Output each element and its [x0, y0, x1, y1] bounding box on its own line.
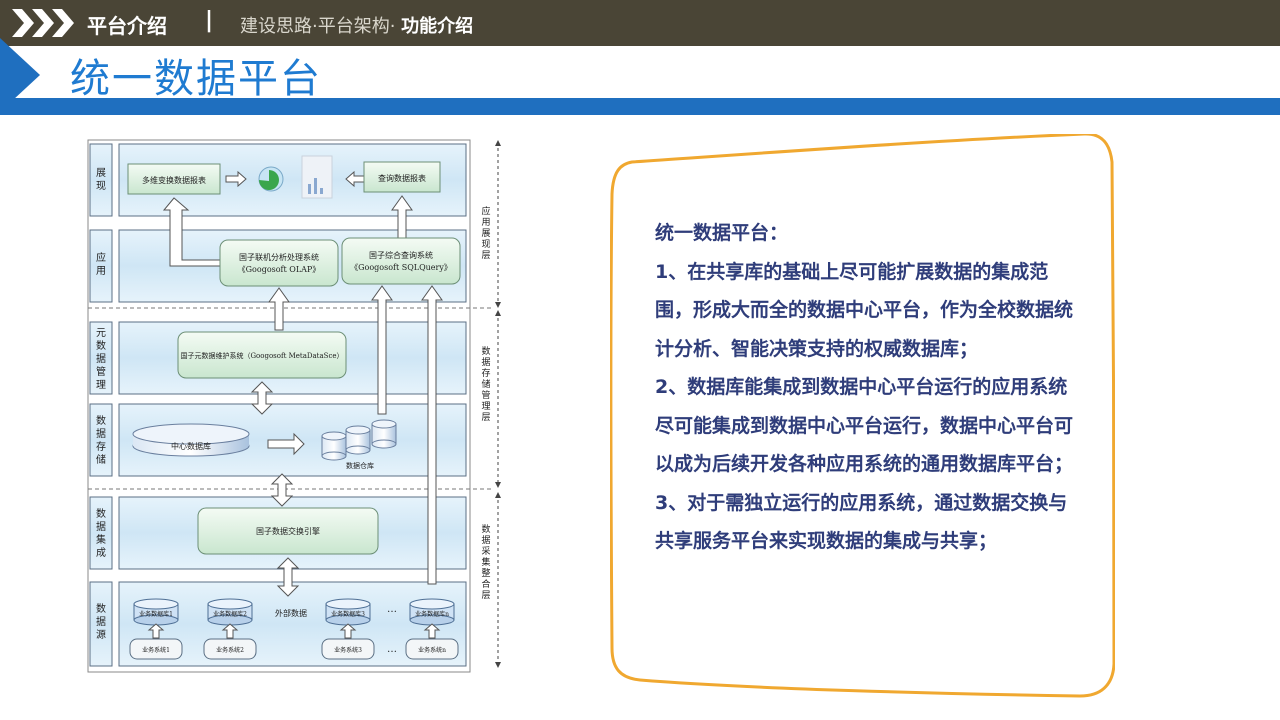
arrow-mart-to-sql	[371, 285, 393, 415]
card-point-2: 2、数据库能集成到数据中心平台运行的应用系统尽可能集成到数据中心平台运行，数据中…	[655, 376, 1074, 475]
layer-label-storage: 数据存储	[96, 414, 106, 466]
layer-label-source: 数据源	[96, 602, 106, 641]
chevron-right-icon	[52, 9, 74, 37]
arrow-meta-to-olap	[268, 287, 290, 331]
bar-chart-bars	[308, 178, 323, 194]
business-db	[325, 598, 371, 626]
business-system-box	[405, 638, 459, 660]
layer-label-metadata: 元数据管理	[96, 328, 106, 391]
business-db-label: 业务数据库3	[331, 610, 365, 618]
sql-query-box	[341, 237, 461, 285]
arrow-right	[225, 170, 247, 188]
card-point-1: 1、在共享库的基础上尽可能扩展数据的集成范围，形成大而全的数据中心平台，作为全校…	[655, 260, 1074, 360]
business-db-label: 业务数据库n	[415, 610, 449, 618]
description-card-frame	[610, 134, 1115, 698]
arrow-up	[423, 623, 441, 639]
business-system-box	[321, 638, 375, 660]
data-mart-label: 数据仓库	[346, 461, 374, 470]
pie-chart-slice	[259, 170, 279, 190]
arrow-up	[147, 623, 165, 639]
multi-report-box	[127, 163, 221, 195]
exchange-engine-label: 国子数据交换引擎	[256, 526, 320, 536]
business-system-box	[203, 638, 257, 660]
right-label-storage-mgmt: 数据存储管理层	[481, 345, 490, 423]
breadcrumb-path[interactable]: 建设思路·平台架构·	[240, 16, 402, 37]
description-card: 统一数据平台： 1、在共享库的基础上尽可能扩展数据的集成范围，形成大而全的数据中…	[655, 214, 1085, 561]
metadata-label: 国子元数据维护系统（Googosoft MetaDataSce）	[180, 351, 343, 360]
arrow-integration-source	[276, 557, 300, 597]
card-border	[610, 134, 1115, 698]
arrow-up	[221, 623, 239, 639]
query-report-label: 查询数据报表	[378, 173, 426, 183]
architecture-diagram: 展现 应用 元数据管理 数据存储 数据集成 数据源 应用展现层 数据存储管理层 …	[87, 139, 501, 673]
nav-separator: |	[205, 8, 214, 33]
right-label-app-display: 应用展现层	[481, 205, 490, 261]
business-db	[409, 598, 455, 626]
olap-system-box	[219, 239, 339, 287]
arrow-meta-storage	[250, 381, 274, 415]
nav-section-title[interactable]: 平台介绍	[87, 14, 167, 38]
business-system-box	[129, 638, 183, 660]
business-db-label: 业务数据库1	[139, 610, 173, 618]
diagram-frame	[87, 139, 471, 673]
business-system-label: 业务系统n	[418, 646, 446, 654]
sql-query-label: 国子综合查询系统	[369, 250, 433, 260]
exchange-engine-box	[197, 507, 379, 555]
multi-report-label: 多维变换数据报表	[142, 175, 206, 185]
business-db-label: 业务数据库2	[213, 610, 247, 618]
olap-system-sublabel: 《Googosoft OLAP》	[238, 265, 321, 274]
right-label-collect: 数据采集整合层	[481, 523, 490, 601]
arrow-center-to-mart	[267, 432, 305, 456]
card-point-3: 3、对于需独立运行的应用系统，通过数据交换与共享服务平台来实现数据的集成与共享；	[655, 491, 1068, 553]
business-system-label: 业务系统2	[216, 646, 244, 654]
ellipsis-db: …	[387, 604, 397, 615]
right-span-arrows	[495, 140, 501, 668]
layer-label-display: 展现	[96, 167, 106, 192]
center-db-label: 中心数据库	[171, 441, 211, 451]
sql-query-sublabel: 《Googosoft SQLQuery》	[350, 263, 452, 272]
chevron-right-icon	[32, 9, 54, 37]
title-underline-band	[0, 98, 1280, 115]
center-db-top	[132, 423, 250, 445]
business-db	[207, 598, 253, 626]
chevron-right-icon	[12, 9, 34, 37]
layer-label-cells	[89, 143, 113, 667]
breadcrumb-current[interactable]: 功能介绍	[401, 16, 474, 37]
query-report-box	[363, 161, 441, 193]
olap-system-label: 国子联机分析处理系统	[239, 252, 319, 262]
layer-label-application: 应用	[96, 251, 106, 277]
external-data-label: 外部数据	[275, 608, 307, 618]
data-mart-cylinders	[321, 419, 397, 461]
title-accent-triangle	[0, 38, 40, 112]
arrow-up	[339, 623, 357, 639]
metadata-box	[177, 331, 347, 379]
page-title: 统一数据平台	[70, 56, 322, 102]
business-db	[133, 598, 179, 626]
business-db-group: 业务数据库1 业务系统1 业务数据库2 业务系统2 业务数据库3 业务系统3 业务数据库n 业…	[129, 598, 459, 660]
layer-label-integration: 数据集成	[96, 507, 106, 559]
arrow-source-to-sql	[421, 285, 443, 585]
business-system-label: 业务系统3	[334, 646, 362, 654]
card-heading: 统一数据平台：	[655, 222, 789, 244]
nav-breadcrumb: 建设思路·平台架构· 功能介绍	[240, 12, 473, 38]
arrow-storage-integration	[270, 473, 294, 507]
top-nav-bar: 平台介绍 | 建设思路·平台架构· 功能介绍	[0, 0, 1280, 46]
ellipsis-sys: …	[387, 644, 397, 655]
business-system-label: 业务系统1	[142, 646, 170, 654]
